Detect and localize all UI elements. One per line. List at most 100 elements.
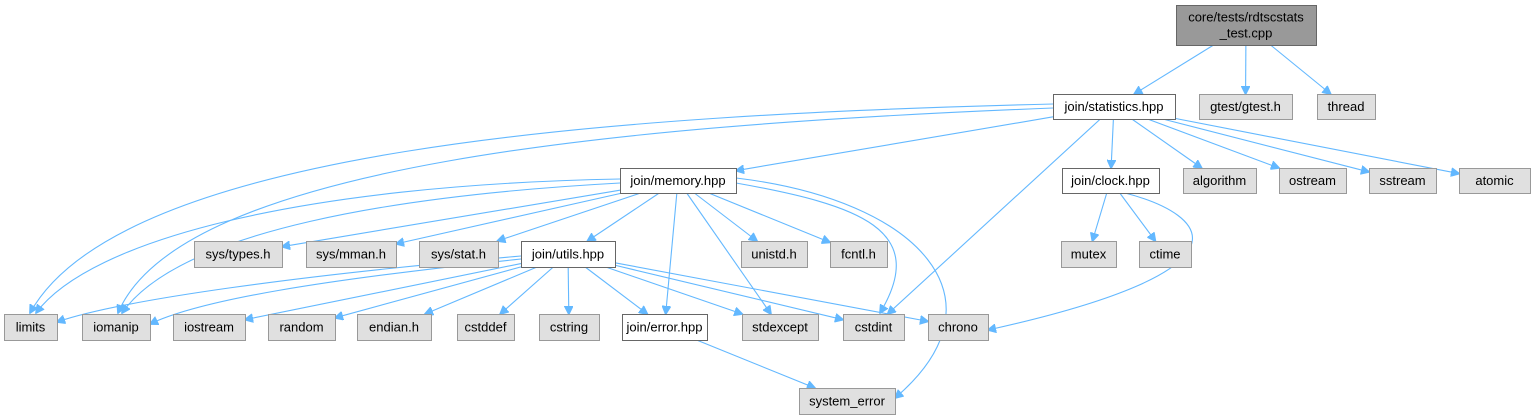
node-box: [539, 314, 600, 341]
edge-memory-to-error: [666, 192, 678, 314]
node-cstring: cstring: [539, 314, 600, 341]
node-systypes: sys/types.h: [194, 241, 283, 268]
node-stdexcept: stdexcept: [742, 314, 819, 341]
node-label: core/tests/rdtscstats: [1188, 10, 1304, 25]
edge-utils-to-endian: [425, 266, 538, 314]
node-iomanip: iomanip: [82, 314, 151, 341]
node-box: [1459, 168, 1531, 194]
node-label: system_error: [809, 394, 886, 409]
node-label: join/statistics.hpp: [1064, 99, 1164, 114]
edge-statistics-to-algorithm: [1131, 118, 1202, 168]
edge-statistics-to-cstdint: [888, 118, 1101, 314]
node-label: ostream: [1289, 173, 1336, 188]
node-box: [4, 314, 58, 341]
node-label: limits: [16, 320, 46, 335]
node-box: [1053, 94, 1176, 120]
node-label: algorithm: [1193, 173, 1246, 188]
edge-clock-to-ctime: [1119, 192, 1156, 241]
node-box: [1369, 168, 1437, 194]
node-sysstat: sys/stat.h: [419, 241, 499, 268]
edge-memory-to-utils: [587, 192, 660, 241]
node-error[interactable]: join/error.hpp: [622, 314, 708, 341]
edge-clock-to-mutex: [1092, 192, 1108, 241]
node-label: unistd.h: [751, 247, 797, 262]
node-label: stdexcept: [752, 320, 808, 335]
node-sstream: sstream: [1369, 168, 1437, 194]
node-box: [843, 314, 905, 341]
node-ctime: ctime: [1139, 241, 1192, 268]
node-label: sys/types.h: [205, 247, 270, 262]
node-atomic: atomic: [1459, 168, 1531, 194]
edge-root-to-statistics: [1134, 44, 1214, 94]
node-label: sstream: [1379, 173, 1425, 188]
node-box: [1062, 168, 1160, 194]
node-label: cstdint: [855, 320, 893, 335]
node-label: iostream: [184, 320, 234, 335]
node-label: mutex: [1071, 247, 1107, 262]
node-box: [1183, 168, 1257, 194]
edge-utils-to-iostream: [245, 263, 522, 320]
edge-memory-to-sysmman: [396, 192, 623, 244]
node-box: [173, 314, 246, 341]
node-sysmman: sys/mman.h: [306, 241, 397, 268]
node-limits: limits: [4, 314, 58, 341]
node-label: thread: [1328, 99, 1365, 114]
node-gtest: gtest/gtest.h: [1199, 94, 1293, 120]
node-label: cstddef: [465, 320, 507, 335]
node-clock[interactable]: join/clock.hpp: [1062, 168, 1160, 194]
node-box: [82, 314, 151, 341]
node-label: fcntl.h: [841, 247, 876, 262]
node-box: [928, 314, 989, 341]
edge-statistics-to-limits: [30, 103, 1054, 313]
node-label: cstring: [550, 320, 588, 335]
edge-memory-to-stdexcept: [686, 192, 771, 314]
node-root[interactable]: core/tests/rdtscstats_test.cpp: [1176, 5, 1317, 46]
node-box: [1279, 168, 1347, 194]
edge-utils-to-error: [584, 266, 647, 314]
node-ostream: ostream: [1279, 168, 1347, 194]
edge-memory-to-sysstat: [497, 192, 641, 241]
node-iostream: iostream: [173, 314, 246, 341]
node-utils[interactable]: join/utils.hpp: [521, 241, 616, 268]
node-cstdint: cstdint: [843, 314, 905, 341]
edge-statistics-to-iomanip: [118, 107, 1054, 313]
node-cstddef: cstddef: [457, 314, 515, 341]
node-system-error: system_error: [799, 388, 896, 415]
node-label: join/utils.hpp: [531, 247, 604, 262]
node-box: [306, 241, 397, 268]
node-box: [830, 241, 888, 268]
edge-memory-to-cstdint: [735, 182, 897, 313]
node-label: _test.cpp: [1219, 26, 1273, 41]
node-fcntl: fcntl.h: [830, 241, 888, 268]
node-label: random: [279, 320, 323, 335]
node-box: [1317, 94, 1376, 120]
node-box: [457, 314, 515, 341]
nodes-layer: core/tests/rdtscstats_test.cpp join/stati…: [4, 5, 1531, 415]
node-statistics[interactable]: join/statistics.hpp: [1053, 94, 1176, 120]
node-label: gtest/gtest.h: [1210, 99, 1281, 114]
edge-utils-to-random: [335, 266, 522, 318]
edge-statistics-to-sstream: [1162, 118, 1369, 172]
edge-memory-to-unistd: [693, 192, 757, 241]
node-chrono: chrono: [928, 314, 989, 341]
node-label: atomic: [1475, 173, 1514, 188]
node-box: [357, 314, 432, 341]
node-label: iomanip: [93, 320, 139, 335]
node-box: [1061, 241, 1117, 268]
node-box: [521, 241, 616, 268]
edge-statistics-to-ostream: [1147, 118, 1279, 168]
node-box: [741, 241, 808, 268]
node-box: [1139, 241, 1192, 268]
node-box: [799, 388, 896, 415]
node-label: endian.h: [369, 320, 419, 335]
edge-statistics-to-memory: [736, 116, 1054, 171]
node-box: [1199, 94, 1293, 120]
edge-utils-to-chrono: [614, 262, 928, 322]
edge-utils-to-cstddef: [500, 266, 554, 314]
edge-utils-to-cstdint: [614, 264, 843, 319]
edge-memory-to-fcntl: [708, 192, 830, 242]
node-memory[interactable]: join/memory.hpp: [620, 168, 737, 194]
node-mutex: mutex: [1061, 241, 1117, 268]
node-unistd: unistd.h: [741, 241, 808, 268]
